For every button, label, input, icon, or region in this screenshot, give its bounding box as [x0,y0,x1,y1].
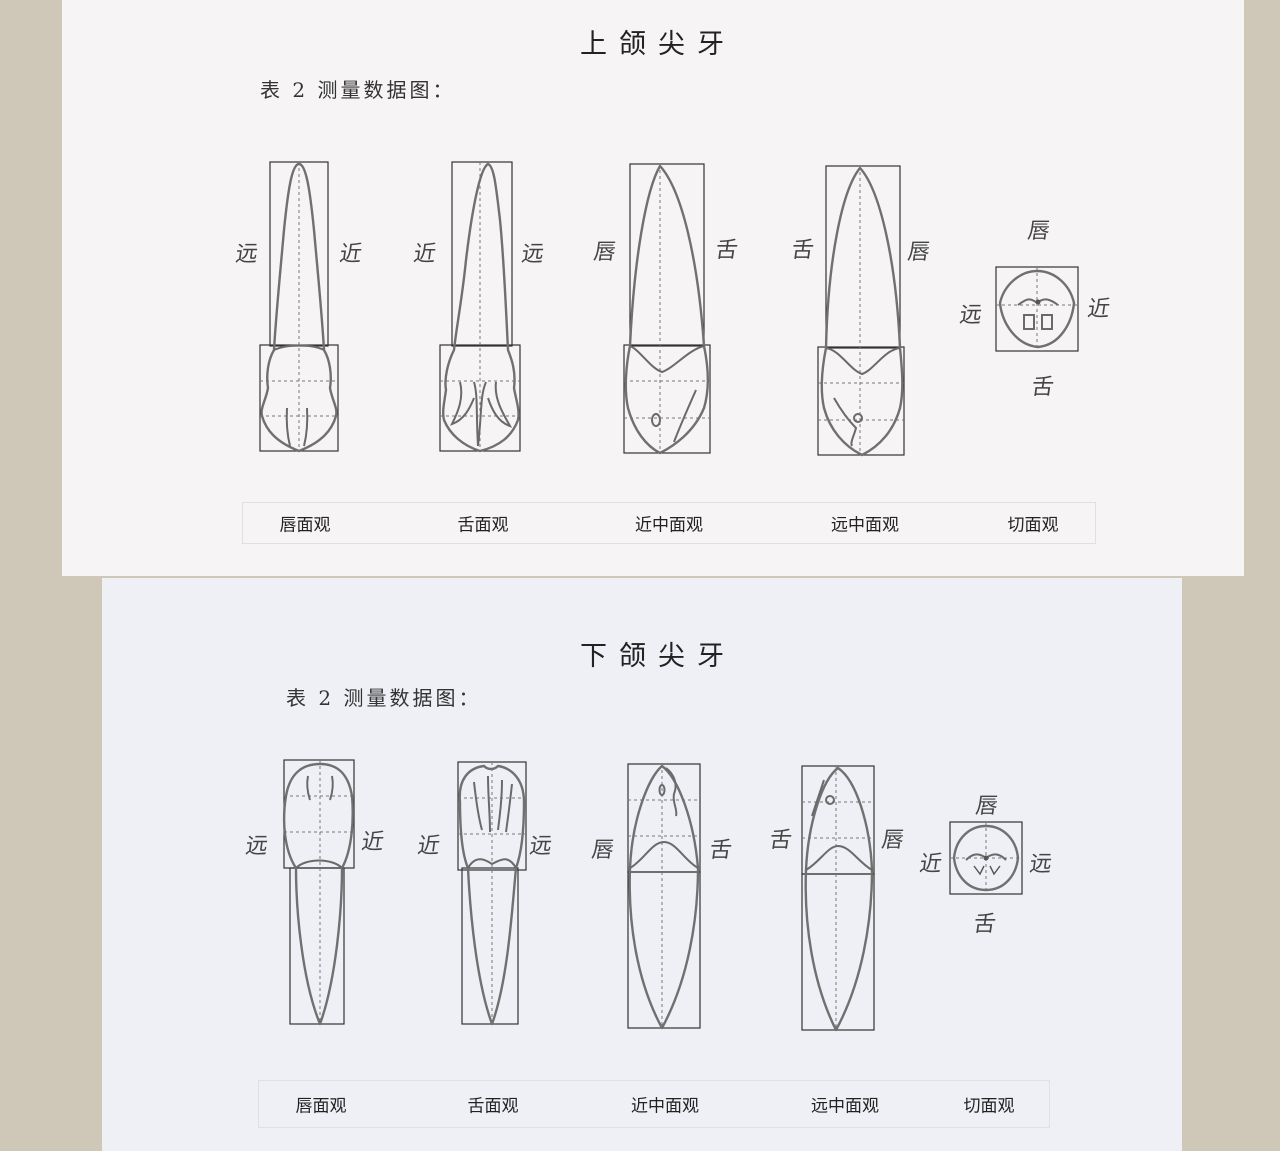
lower-lingual-left-label: 近 [415,834,442,859]
lower-caption-incisal: 切面观 [963,1096,1015,1117]
upper-incisal-drawing [995,266,1079,352]
lower-labial-figure: 远 近 [240,750,390,1040]
lower-distal-right-label: 唇 [879,828,906,853]
lower-caption-labial: 唇面观 [295,1096,347,1117]
upper-distal-left-label: 舌 [789,238,816,263]
lower-mesial-right-label: 舌 [707,838,734,863]
lower-caption-row: 唇面观 舌面观 近中面观 远中面观 切面观 [258,1080,1050,1128]
upper-mesial-drawing [623,163,711,455]
upper-lingual-left-label: 近 [411,242,438,267]
lower-lingual-drawing [457,761,527,1026]
lower-incisal-figure: 唇 近 远 舌 [914,778,1074,938]
lower-incisal-top-label: 唇 [973,794,1000,819]
upper-labial-figure: 远 近 [232,150,372,460]
lower-title: 下颌尖牙 [580,641,736,672]
upper-title: 上颌尖牙 [580,29,736,60]
upper-caption-lingual: 舌面观 [457,515,509,536]
lower-incisal-right-label: 远 [1027,852,1054,877]
upper-caption-distal: 远中面观 [831,515,899,536]
upper-mesial-right-label: 舌 [713,238,740,263]
upper-lingual-figure: 近 远 [412,150,552,460]
lower-caption-lingual: 舌面观 [467,1096,519,1117]
upper-labial-right-label: 近 [337,242,364,267]
lower-lingual-right-label: 远 [527,834,554,859]
lower-distal-drawing [801,765,875,1032]
lower-incisal-left-label: 近 [917,852,944,877]
upper-incisal-bottom-label: 舌 [1029,375,1056,400]
lower-caption-mesial: 近中面观 [631,1096,699,1117]
upper-subtitle: 表 2 测量数据图： [260,78,456,102]
upper-labial-left-label: 远 [233,242,260,267]
upper-lingual-drawing [439,161,521,453]
upper-incisal-figure: 唇 远 近 舌 [957,205,1120,405]
lower-distal-left-label: 舌 [767,828,794,853]
upper-incisal-left-label: 远 [957,303,984,328]
upper-incisal-top-label: 唇 [1025,219,1052,244]
upper-sheet: 上颌尖牙 表 2 测量数据图： 远 近 近 远 [62,0,1244,576]
lower-lingual-figure: 近 远 [412,750,562,1040]
upper-distal-drawing [817,165,905,457]
upper-distal-figure: 舌 唇 [789,150,932,460]
upper-lingual-right-label: 远 [519,242,546,267]
lower-mesial-left-label: 唇 [589,838,616,863]
upper-mesial-left-label: 唇 [591,240,618,265]
lower-labial-right-label: 近 [359,830,386,855]
lower-caption-distal: 远中面观 [811,1096,879,1117]
lower-mesial-figure: 唇 舌 [588,750,738,1040]
lower-mesial-drawing [627,763,701,1030]
lower-incisal-drawing [949,821,1023,895]
upper-caption-row: 唇面观 舌面观 近中面观 远中面观 切面观 [242,502,1096,544]
upper-incisal-right-label: 近 [1085,297,1112,322]
lower-subtitle: 表 2 测量数据图： [286,686,482,710]
upper-caption-mesial: 近中面观 [635,515,703,536]
lower-sheet: 下颌尖牙 表 2 测量数据图： 远 近 近 远 [102,578,1182,1151]
lower-labial-left-label: 远 [243,834,270,859]
lower-labial-drawing [282,759,355,1026]
lower-incisal-bottom-label: 舌 [971,912,998,937]
upper-mesial-figure: 唇 舌 [591,150,739,460]
upper-caption-incisal: 切面观 [1007,515,1059,536]
lower-distal-figure: 舌 唇 [766,750,916,1040]
upper-distal-right-label: 唇 [905,240,932,265]
upper-labial-drawing [259,161,339,453]
upper-caption-labial: 唇面观 [279,515,331,536]
